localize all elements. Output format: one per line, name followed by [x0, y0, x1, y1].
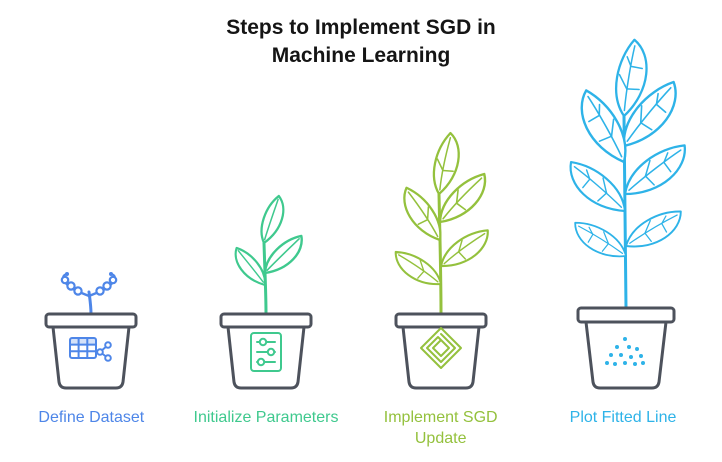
small-plant [226, 194, 311, 316]
small-plant-illustration [219, 194, 313, 390]
steps-row: Define Dataset [0, 38, 722, 456]
step-label-initialize-parameters: Initialize Parameters [193, 409, 339, 426]
large-plant-illustration [560, 38, 694, 390]
large-plant [560, 38, 694, 310]
step-label-define-dataset: Define Dataset [38, 409, 145, 426]
step-label-implement-sgd-update: Implement SGD Update [383, 409, 498, 447]
page-title: Steps to Implement SGD in Machine Learni… [0, 14, 722, 71]
medium-plant-illustration [390, 131, 496, 390]
sprout-plant [61, 272, 118, 316]
step-plot-fitted-line: Plot Fitted Line [528, 38, 718, 456]
step-initialize-parameters: Initialize Parameters [179, 181, 354, 456]
pot [394, 312, 488, 390]
scatter-dots-icon [605, 337, 646, 366]
medium-plant [390, 131, 496, 316]
pot [219, 312, 313, 390]
step-implement-sgd-update: Implement SGD Update [353, 116, 528, 456]
maze-icon [419, 327, 462, 369]
sprout-plant-illustration [44, 272, 138, 390]
sliders-icon [250, 332, 282, 372]
step-label-plot-fitted-line: Plot Fitted Line [569, 409, 677, 426]
pot [576, 306, 676, 390]
page-title-line-1: Steps to Implement SGD in [226, 16, 496, 39]
page-title-line-2: Machine Learning [271, 44, 451, 68]
step-define-dataset: Define Dataset [4, 246, 179, 456]
dataset-table-icon [69, 337, 113, 362]
